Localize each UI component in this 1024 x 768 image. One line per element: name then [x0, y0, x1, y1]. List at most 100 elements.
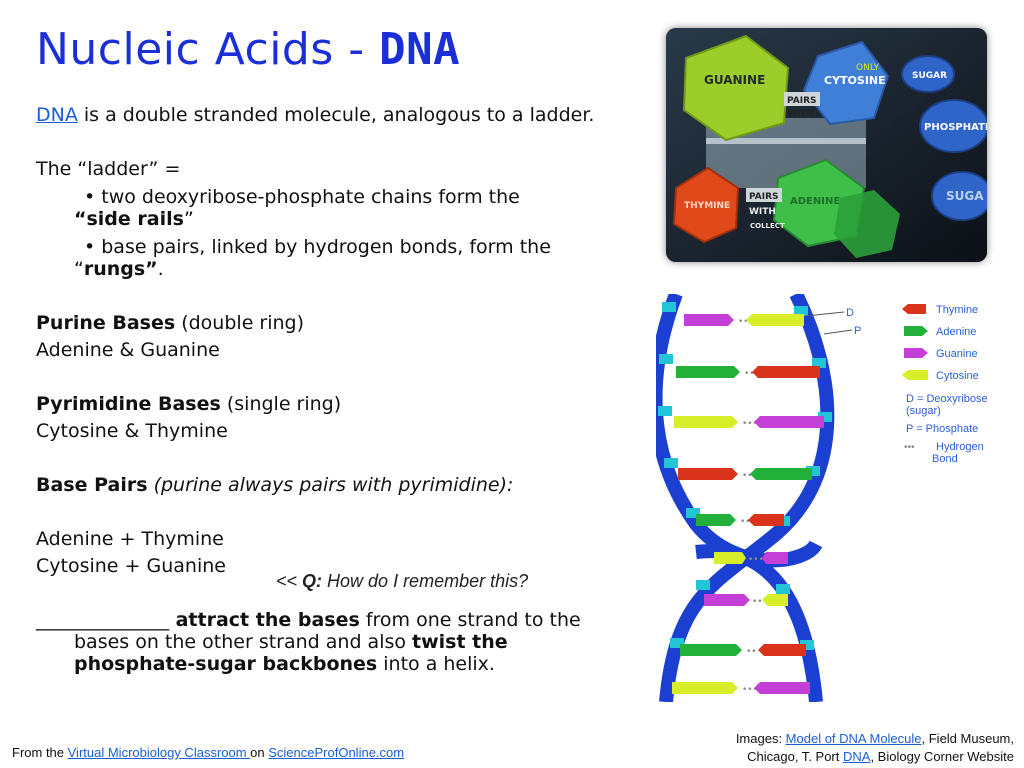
rung: ••• [704, 594, 788, 607]
q-prefix: << [276, 571, 303, 591]
phosphate-tab [664, 458, 678, 468]
dna-model-photo-art: GUANINE CYTOSINE PAIRS WITH PHOSPHATE SU… [666, 28, 987, 262]
pairs-tag-top [784, 92, 820, 106]
bullet2-post: . [157, 258, 164, 280]
scienceprofonline-link[interactable]: ScienceProfOnline.com [268, 745, 405, 760]
phosphate-tab [659, 354, 673, 364]
pyrimidine-desc: (single ring) [220, 393, 342, 415]
photo-label-sugar: SUGAR [912, 71, 947, 81]
phosphate-tab [658, 406, 672, 416]
blank-line: ______________ [36, 609, 169, 631]
legend-guanine: Guanine [936, 348, 978, 360]
bullet-side-rails: • two deoxyribose-phosphate chains form … [36, 186, 596, 230]
base-pair-rungs: ••• •• ••• •• •• ••• ••• •• ••• [672, 314, 824, 695]
bullet1-text: • two deoxyribose-phosphate chains form … [74, 186, 596, 208]
phosphate-tab [670, 638, 684, 648]
phosphate-tab [696, 580, 710, 590]
phosphate-tab [818, 412, 832, 422]
pairs-desc: (purine always pairs with pyrimidine): [147, 474, 514, 496]
photo-label-suga: SUGA [946, 189, 984, 203]
pyrimidine-label: Pyrimidine Bases [36, 393, 221, 415]
rung: •• [676, 366, 820, 379]
footer-right-line1: Images: Model of DNA Molecule, Field Mus… [736, 730, 1014, 748]
bullet1-strong: “side rails [74, 208, 184, 230]
legend-thymine: Thymine [936, 304, 978, 316]
phosphate-tab [776, 584, 790, 594]
rung: ••• [674, 416, 824, 429]
pyrimidine-list: Cytosine & Thymine [36, 420, 228, 442]
dna-model-photo: GUANINE CYTOSINE PAIRS WITH PHOSPHATE SU… [666, 28, 987, 262]
backbone-right-upper [659, 290, 835, 703]
legend-cytosine: Cytosine [936, 370, 979, 382]
svg-text:•••: ••• [742, 419, 758, 429]
purine-heading: Purine Bases (double ring) [36, 312, 596, 334]
bullet2-text: • base pairs, linked by hydrogen bonds, … [74, 236, 551, 280]
bullet2-pre: • base pairs, linked by hydrogen bonds, … [74, 236, 551, 280]
title-strong: DNA [379, 24, 461, 75]
footer-left-mid: on [250, 745, 269, 760]
q-label: Q: [302, 571, 323, 591]
dna-biology-corner-link[interactable]: DNA [843, 749, 871, 764]
phosphate-block [919, 99, 987, 153]
dna-link[interactable]: DNA [36, 104, 78, 126]
rung: •• [696, 514, 784, 527]
rung: ••• [714, 552, 788, 565]
dna-helix-diagram: ••• •• ••• •• •• ••• ••• •• ••• D P Thym… [648, 290, 1016, 703]
legend-deoxyribose: D = Deoxyribose [906, 393, 988, 405]
svg-text:••: •• [742, 471, 753, 481]
photo-label-cytosine: CYTOSINE [824, 74, 886, 87]
blank-paragraph: ______________ attract the bases from on… [36, 609, 596, 675]
diagram-legend: Thymine Adenine Guanine Cytosine D = Deo… [902, 304, 988, 465]
legend-hydrogen: Hydrogen [936, 441, 984, 453]
backbone-right-lower [695, 544, 823, 703]
base-pairs-heading: Base Pairs (purine always pairs with pyr… [36, 474, 596, 496]
pointer-line-p [823, 329, 853, 335]
dna-helix-art: ••• •• ••• •• •• ••• ••• •• ••• D P Thym… [648, 290, 988, 703]
svg-text:••: •• [740, 517, 751, 527]
slide-title: Nucleic Acids - DNA [36, 24, 460, 75]
blank-mid: from one strand to the bases on the othe… [74, 609, 581, 653]
footer-right-line2-pre: Chicago, T. Port [747, 749, 843, 764]
phosphate-tab [686, 508, 700, 518]
legend-swatch-guanine [904, 348, 928, 358]
phosphate-tab [800, 640, 814, 650]
photo-label-only: ONLY [856, 63, 880, 73]
pairs-tag-bottom [746, 188, 782, 202]
legend-swatch-thymine [902, 304, 926, 314]
sugar-block-top [901, 55, 955, 93]
purine-list: Adenine & Guanine [36, 339, 220, 361]
virtual-microbiology-link[interactable]: Virtual Microbiology Classroom [67, 745, 251, 760]
intro-paragraph: DNA is a double stranded molecule, analo… [36, 104, 596, 126]
svg-text:•••: ••• [748, 555, 764, 565]
photo-label-thymine: THYMINE [684, 201, 730, 211]
footer-right-mid: , Field Museum, [921, 731, 1014, 746]
pointer-line-d [805, 311, 845, 317]
legend-adenine: Adenine [936, 326, 976, 338]
model-dna-link[interactable]: Model of DNA Molecule [785, 731, 922, 746]
photo-label-pairs-bottom: PAIRS [749, 192, 779, 202]
pairs-label: Base Pairs [36, 474, 148, 496]
legend-bond: Bond [932, 453, 958, 465]
phosphate-tab [812, 358, 826, 368]
purine-label: Purine Bases [36, 312, 176, 334]
photo-label-pairs-top: PAIRS [787, 96, 817, 106]
intro-text: is a double stranded molecule, analogous… [77, 104, 595, 126]
phosphate-tab [794, 306, 808, 316]
blank-end: into a helix. [377, 653, 495, 675]
pair-cytosine-guanine: Cytosine + Guanine [36, 555, 226, 577]
rung: •• [678, 468, 812, 481]
legend-swatch-adenine [904, 326, 928, 336]
question-note: << Q: How do I remember this? [276, 571, 528, 592]
q-text: How do I remember this? [322, 571, 529, 591]
bullet-rungs: • base pairs, linked by hydrogen bonds, … [36, 236, 596, 280]
rung: ••• [672, 682, 810, 695]
photo-label-adenine: ADENINE [790, 196, 840, 207]
footer-right: Images: Model of DNA Molecule, Field Mus… [736, 730, 1014, 766]
footer-left-pre: From the [12, 745, 68, 760]
cytosine-block [802, 40, 890, 126]
ladder-label: The “ladder” = [36, 158, 181, 180]
svg-text:•••: ••• [742, 685, 758, 695]
legend-hbond-dots: ••• [904, 442, 915, 453]
phosphate-tab [662, 302, 676, 312]
slide-body: DNA is a double stranded molecule, analo… [36, 104, 596, 675]
